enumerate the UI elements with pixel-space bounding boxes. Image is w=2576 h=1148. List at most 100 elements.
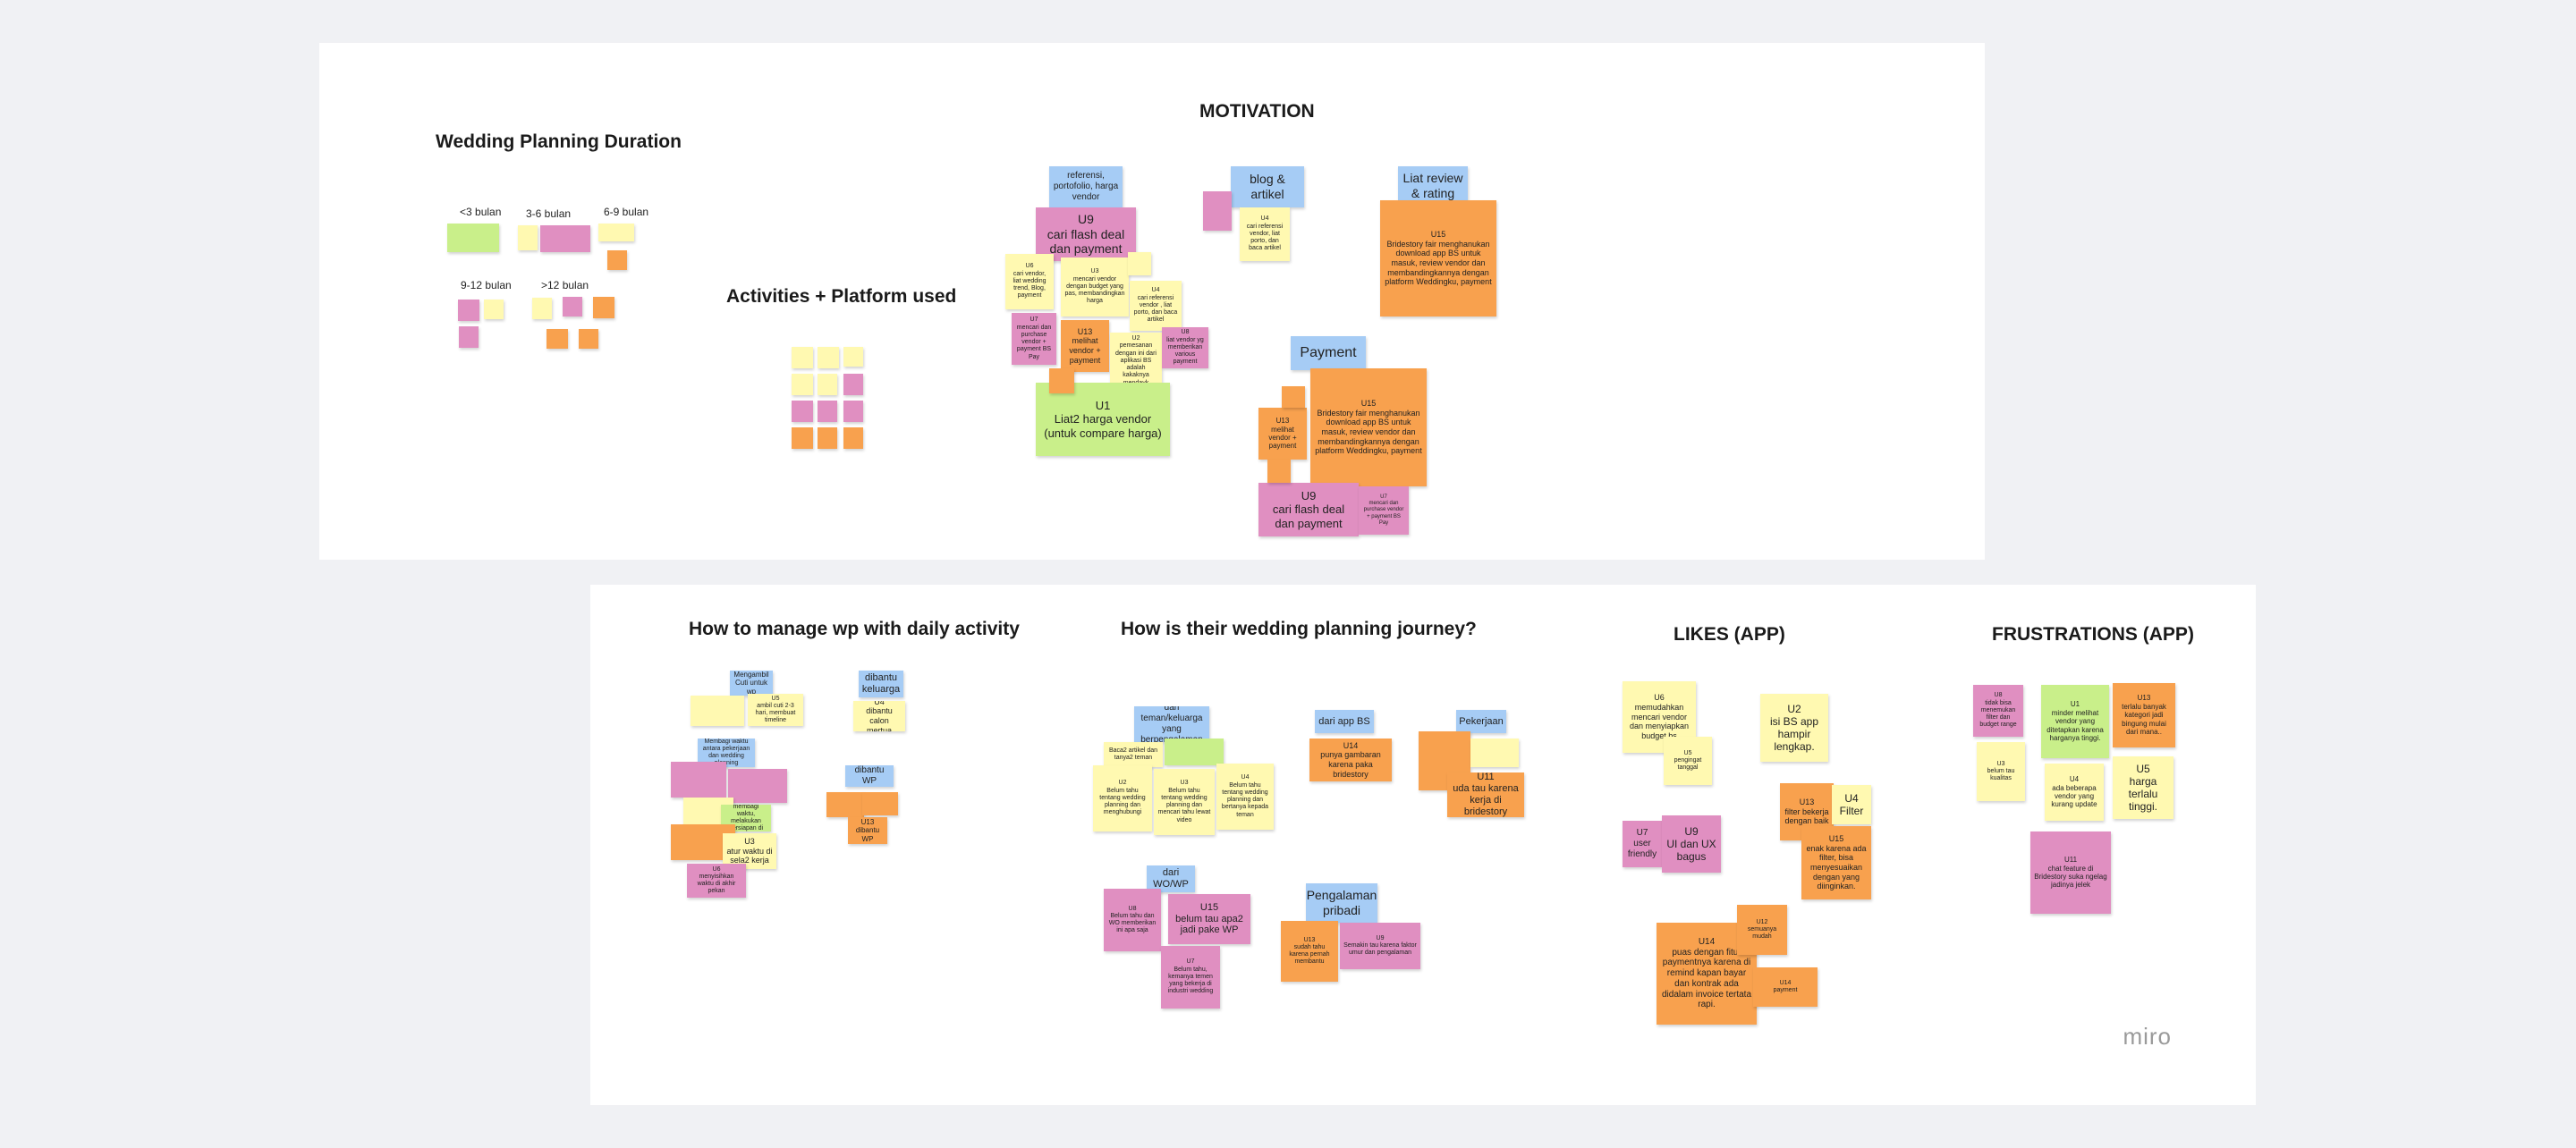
sticky-note[interactable] (818, 401, 837, 422)
sticky-note[interactable] (1267, 460, 1291, 483)
sticky-note[interactable] (818, 374, 837, 395)
sticky-note[interactable]: U6 cari vendor, liat wedding trend, Blog… (1005, 254, 1054, 309)
sticky-note[interactable]: U7 mencari dan purchase vendor + payment… (1359, 486, 1409, 535)
sticky-note[interactable]: U2 isi BS app hampir lengkap. (1760, 694, 1828, 762)
sticky-note[interactable] (607, 250, 627, 270)
sticky-note[interactable]: U6 memudahkan mencari vendor dan menyiap… (1623, 681, 1696, 753)
sticky-note[interactable] (547, 329, 568, 349)
sticky-note[interactable]: U5 harga terlalu tinggi. (2113, 756, 2174, 819)
sticky-note[interactable]: Mengambil Cuti untuk wp (730, 671, 773, 696)
sticky-note[interactable]: Membagi waktu antara pekerjaan dan weddi… (698, 739, 755, 767)
sticky-note[interactable]: U3 mencari vendor dengan budget yang pas… (1061, 257, 1129, 317)
sticky-note[interactable] (792, 374, 813, 395)
sticky-note[interactable] (1282, 386, 1305, 408)
sticky-note[interactable]: U15 Bridestory fair menghanukan download… (1310, 368, 1427, 486)
sticky-note[interactable]: U15 belum tau apa2 jadi pake WP (1168, 894, 1250, 944)
sticky-note[interactable] (1049, 368, 1074, 393)
sticky-note[interactable]: U6 menyisihkan waktu di akhir pekan (687, 864, 746, 898)
sticky-note[interactable] (792, 401, 813, 422)
sticky-note[interactable]: U13 sudah tahu karena pernah membantu (1281, 921, 1338, 982)
sticky-note[interactable]: U7 user friendly (1623, 821, 1662, 867)
sticky-note[interactable]: referensi, portofolio, harga vendor (1049, 166, 1123, 207)
sticky-note[interactable] (843, 374, 863, 395)
sticky-note[interactable]: Liat review & rating (1398, 166, 1468, 206)
sticky-note[interactable] (818, 347, 839, 368)
sticky-note[interactable]: Baca2 artikel dan tanya2 teman (1104, 742, 1163, 767)
sticky-note[interactable] (671, 762, 726, 798)
sticky-note[interactable]: U7 mencari dan purchase vendor + payment… (1012, 313, 1056, 365)
sticky-note[interactable] (484, 300, 504, 319)
sticky-note[interactable] (792, 347, 813, 368)
sticky-note[interactable]: dari app BS (1315, 710, 1374, 733)
sticky-note[interactable] (459, 326, 479, 348)
sticky-note[interactable]: U4 Belum tahu tentang wedding planning d… (1216, 764, 1274, 830)
sticky-note[interactable]: U4 dibantu calon mertua (853, 701, 905, 731)
sticky-note[interactable]: dari WO/WP (1147, 865, 1195, 892)
sticky-note[interactable] (1470, 739, 1519, 767)
sticky-note[interactable]: U3 belum tau kualitas (1977, 742, 2025, 801)
sticky-note[interactable] (691, 696, 744, 726)
sticky-note[interactable]: U8 tidak bisa menemukan filter dan budge… (1973, 685, 2023, 737)
sticky-note[interactable]: U3 Belum tahu tentang wedding planning d… (1154, 769, 1215, 835)
sticky-note[interactable]: Pekerjaan (1456, 710, 1506, 733)
sticky-note[interactable]: U15 enak karena ada filter, bisa menyesu… (1801, 826, 1871, 899)
sticky-note[interactable]: dibantu keluarga (859, 671, 903, 697)
sticky-note[interactable]: U11 chat feature di Bridestory suka ngel… (2030, 831, 2111, 914)
sticky-note[interactable]: U9 cari flash deal dan payment (1036, 207, 1136, 261)
sticky-note[interactable] (1165, 739, 1224, 765)
sticky-note[interactable]: U14 payment (1753, 967, 1818, 1007)
sticky-note[interactable] (532, 298, 552, 319)
sticky-note[interactable] (818, 427, 837, 449)
sticky-note[interactable]: U13 melihat vendor + payment (1061, 320, 1109, 372)
sticky-note[interactable] (593, 297, 614, 318)
sticky-note[interactable]: dibantu WP (845, 765, 894, 787)
sticky-note[interactable] (458, 300, 479, 321)
sticky-note[interactable] (579, 329, 598, 349)
sticky-note[interactable]: U9 UI dan UX bagus (1662, 815, 1721, 873)
sticky-note[interactable]: U13 filter bekerja dengan baik (1780, 783, 1834, 840)
sticky-note[interactable] (843, 401, 863, 422)
sticky-note[interactable] (540, 225, 590, 252)
sticky-note[interactable]: blog & artikel (1231, 166, 1304, 207)
sticky-note[interactable]: U13 melihat vendor + payment (1258, 408, 1307, 460)
sticky-note[interactable]: U2 pemesanan dengan ini dari aplikasi BS… (1110, 333, 1162, 390)
sticky-note[interactable]: U1 Liat2 harga vendor (untuk compare har… (1036, 383, 1170, 456)
sticky-note[interactable]: U12 semuanya mudah (1737, 905, 1787, 955)
sticky-note[interactable]: U5 pengingat tanggal (1664, 737, 1712, 785)
sticky-note[interactable] (1203, 191, 1232, 231)
sticky-note[interactable]: U8 Belum tahu dan WO memberikan ini apa … (1104, 889, 1161, 951)
sticky-note[interactable] (598, 224, 634, 241)
sticky-note[interactable] (826, 792, 864, 817)
sticky-note[interactable]: Payment (1291, 336, 1366, 370)
sticky-note[interactable] (447, 224, 499, 252)
sticky-note[interactable] (728, 769, 787, 803)
sticky-note[interactable]: U14 punya gambaran karena paka bridestor… (1309, 739, 1392, 781)
sticky-note[interactable]: Pengalaman pribadi (1306, 883, 1377, 923)
sticky-note[interactable]: dari teman/keluarga yang berpengalaman (1134, 706, 1209, 742)
sticky-note[interactable]: U4 cari referensi vendor , liat porto, d… (1130, 281, 1182, 331)
sticky-note[interactable]: U15 Bridestory fair menghanukan download… (1380, 200, 1496, 317)
sticky-note[interactable]: U13 terlalu banyak kategori jadi bingung… (2113, 683, 2175, 747)
board-frame-bottom: How to manage wp with daily activity How… (590, 585, 2256, 1105)
sticky-note[interactable]: U7 Belum tahu, kemanya temen yang bekerj… (1161, 946, 1220, 1009)
sticky-note[interactable]: U1 minder melihat vendor yang ditetapkan… (2041, 685, 2109, 758)
sticky-note[interactable]: U13 dibantu WP (848, 817, 887, 844)
sticky-note[interactable] (563, 297, 582, 317)
sticky-note[interactable]: U8 liat vendor yg memberikan various pay… (1162, 327, 1208, 368)
sticky-note[interactable]: U4 ada beberapa vendor yang kurang updat… (2045, 764, 2104, 821)
sticky-note[interactable] (843, 427, 863, 449)
sticky-note[interactable]: U5 ambil cuti 2-3 hari, membuat timeline (748, 694, 803, 726)
sticky-note[interactable]: U11 uda tau karena kerja di bridestory (1447, 772, 1524, 817)
sticky-note[interactable] (862, 792, 898, 815)
journey-title: How is their wedding planning journey? (1121, 619, 1477, 639)
sticky-note[interactable]: U9 Semakin tau karena faktor umur dan pe… (1340, 923, 1420, 969)
sticky-note[interactable]: U3 atur waktu di sela2 kerja (723, 833, 776, 869)
sticky-note[interactable]: U4 cari referensi vendor, liat porto, da… (1240, 207, 1290, 261)
sticky-note[interactable]: U2 Belum tahu tentang wedding planning d… (1093, 765, 1152, 831)
sticky-note[interactable] (792, 427, 813, 449)
sticky-note[interactable] (518, 225, 538, 250)
sticky-note[interactable]: U4 Filter (1832, 785, 1871, 824)
sticky-note[interactable] (1128, 252, 1151, 275)
sticky-note[interactable]: U9 cari flash deal dan payment (1258, 483, 1359, 536)
sticky-note[interactable] (843, 347, 863, 367)
